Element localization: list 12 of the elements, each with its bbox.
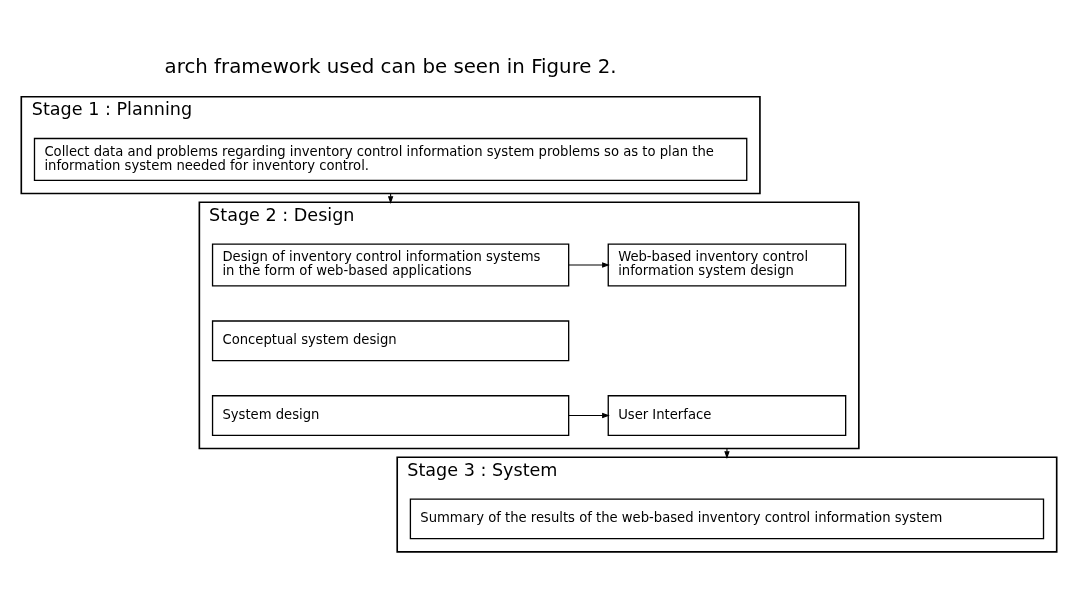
arrow bbox=[724, 447, 730, 459]
node-box: Collect data and problems regarding inventory control information system problems so as to plan the information system needed for inventory control. bbox=[33, 137, 748, 181]
arrow bbox=[387, 192, 394, 204]
node-box: Summary of the results of the web-based inventory control information system bbox=[409, 497, 1045, 539]
node-box: System design bbox=[211, 394, 570, 436]
arrow bbox=[568, 261, 610, 268]
node-box: Web-based inventory control information system design bbox=[607, 242, 847, 286]
label: arch framework used can be seen in Figure 2. bbox=[164, 54, 617, 78]
arrow bbox=[568, 412, 610, 418]
node-box: Conceptual system design bbox=[211, 319, 570, 361]
node-box: Design of inventory control information systems in the form of web-based applications bbox=[211, 242, 570, 286]
node-box: User Interface bbox=[607, 394, 847, 436]
